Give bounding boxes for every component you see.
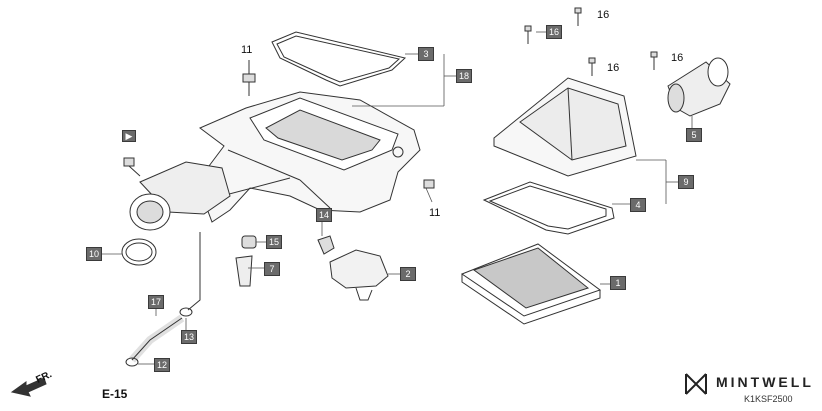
screw-16-b <box>574 7 582 26</box>
callout-17: 17 <box>148 295 164 309</box>
clip-13 <box>179 307 193 317</box>
label-16-top: 16 <box>597 9 610 21</box>
screw-16-d <box>650 51 658 70</box>
brand-logo <box>685 373 707 395</box>
bolt-11-right <box>423 179 435 189</box>
part-14-clip <box>317 235 335 255</box>
intake-duct <box>129 161 231 231</box>
callout-14: 14 <box>316 208 332 222</box>
callout-12: 12 <box>154 358 170 372</box>
callout-4: 4 <box>630 198 646 212</box>
brand-name: MINTWELL <box>716 374 814 390</box>
part-9-cover <box>493 77 637 177</box>
bolt-11-left <box>123 157 141 177</box>
callout-1: 1 <box>610 276 626 290</box>
bolt-11-top <box>242 60 256 96</box>
label-11-top: 11 <box>241 44 253 56</box>
callout-7: 7 <box>264 262 280 276</box>
clamp-10 <box>121 238 157 266</box>
callout-16: 16 <box>546 25 562 39</box>
screw-16-a <box>524 25 532 44</box>
drain-tube-17 <box>129 314 185 363</box>
part-1-filter-element <box>460 243 602 325</box>
section-reference: E-15 <box>102 387 128 401</box>
part-2-resonator <box>329 249 389 289</box>
part-code: K1KSF2500 <box>744 394 793 404</box>
part-4-gasket <box>482 181 615 235</box>
front-arrow <box>10 377 47 397</box>
callout-15: 15 <box>266 235 282 249</box>
callout-13: 13 <box>181 330 197 344</box>
callout-18: 18 <box>456 69 472 83</box>
air-cleaner-case <box>199 91 421 223</box>
screw-16-c <box>588 57 596 76</box>
part-15 <box>241 235 257 249</box>
label-16-right: 16 <box>671 52 684 64</box>
part-7 <box>235 255 253 287</box>
callout-3: 3 <box>418 47 434 61</box>
callout-2: 2 <box>400 267 416 281</box>
page-ref-icon: ▶ <box>122 130 136 142</box>
clip-12 <box>125 357 139 367</box>
callout-9: 9 <box>678 175 694 189</box>
part-5-snorkel <box>667 57 731 117</box>
label-11-right: 11 <box>429 207 441 219</box>
label-16-mid: 16 <box>607 62 620 74</box>
callout-5: 5 <box>686 128 702 142</box>
callout-10: 10 <box>86 247 102 261</box>
part-3-gasket <box>271 31 407 87</box>
